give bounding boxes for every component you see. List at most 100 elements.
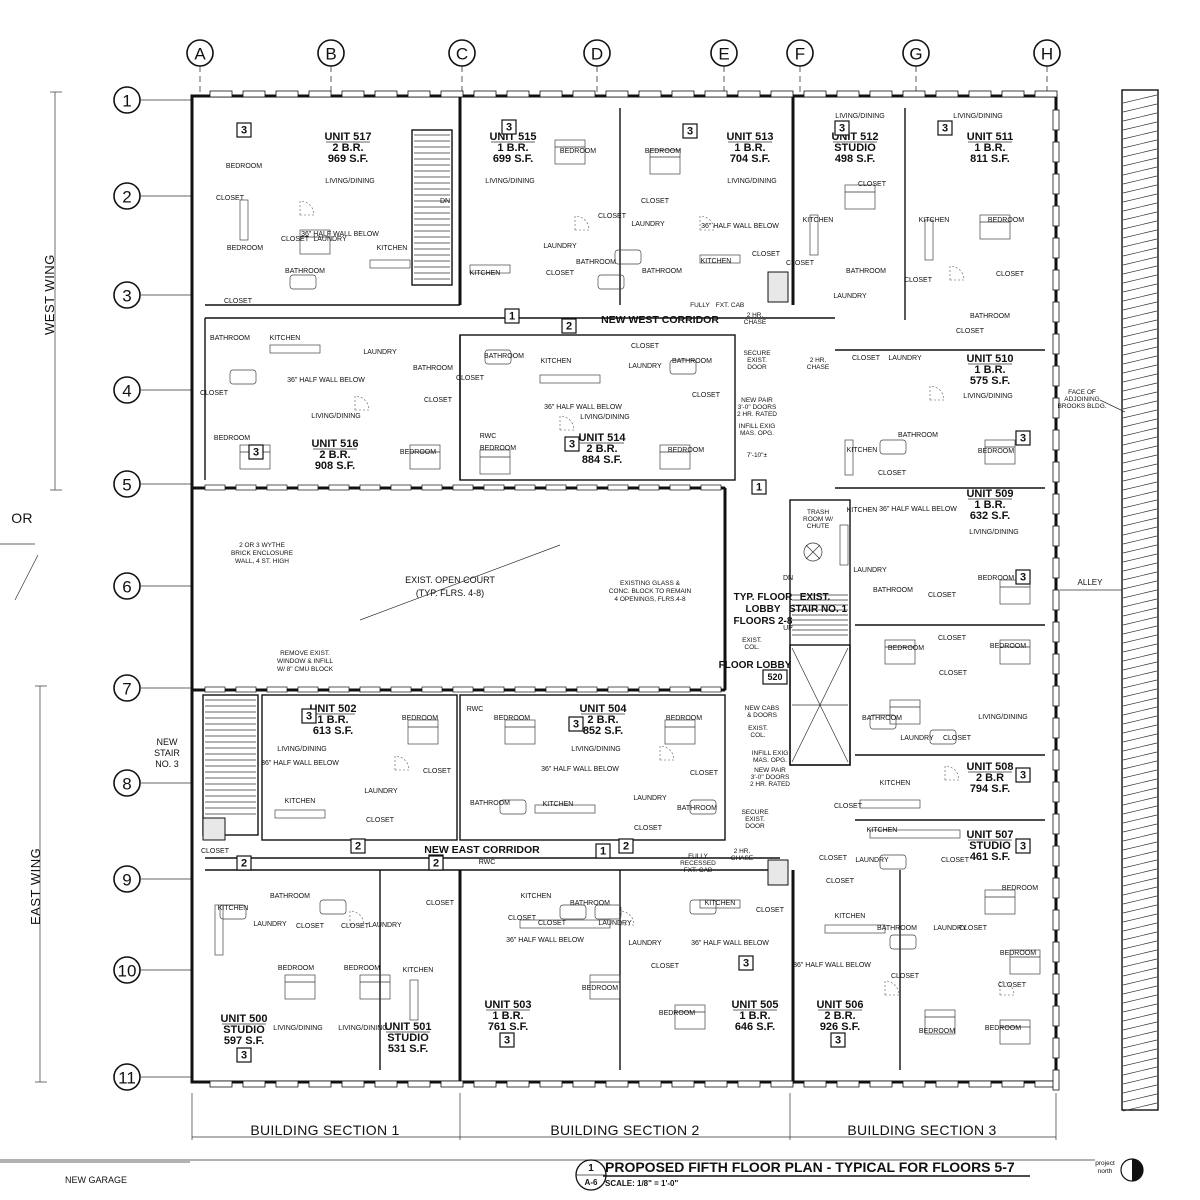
window-east — [1052, 397, 1060, 419]
room-label-closet: CLOSET — [296, 923, 325, 930]
door-swing — [699, 215, 715, 231]
grid-label-col-D: D — [591, 45, 603, 64]
unit-name: UNIT 503 — [484, 999, 531, 1011]
room-label-laundry: LAUNDRY — [543, 243, 577, 250]
room-label-bedroom: BEDROOM — [226, 163, 262, 170]
room-label-bedroom: BEDROOM — [227, 245, 263, 252]
unit-area: 704 S.F. — [730, 153, 770, 165]
room-label-kitchen: KITCHEN — [285, 798, 316, 805]
unit-area: 613 S.F. — [313, 725, 353, 737]
room-label-bedroom: BEDROOM — [582, 985, 618, 992]
glass-note-3: 4 OPENINGS, FLRS.4-8 — [614, 596, 686, 603]
window-east — [1052, 429, 1060, 451]
window-court — [700, 686, 722, 693]
window-bottom — [1001, 1080, 1025, 1088]
window-court — [266, 484, 288, 491]
unit-area: 908 S.F. — [315, 460, 355, 472]
fxt-cab-1: FULLY — [688, 853, 708, 860]
window-east — [1052, 781, 1060, 803]
unit-area: 969 S.F. — [328, 153, 368, 165]
unit-type: 2 B.R — [976, 772, 1004, 784]
room-label-closet: CLOSET — [281, 236, 310, 243]
room-label-bathroom: BATHROOM — [677, 805, 717, 812]
room-label-bathroom: BATHROOM — [210, 335, 250, 342]
secure-door-5: EXIST. — [745, 816, 765, 823]
window-east — [1052, 813, 1060, 835]
tag-3: 3 — [1015, 569, 1031, 585]
grid-label-col-F: F — [795, 45, 805, 64]
room-label-closet: CLOSET — [692, 392, 721, 399]
room-label-bathroom: BATHROOM — [672, 358, 712, 365]
bed-icon — [1009, 949, 1041, 975]
window-top — [341, 90, 365, 98]
window-court — [235, 484, 257, 491]
window-bottom — [473, 1080, 497, 1088]
grid-label-row-8: 8 — [122, 775, 131, 794]
room-label-bathroom: BATHROOM — [970, 313, 1010, 320]
tag-1: 1 — [751, 479, 767, 495]
window-bottom — [836, 1080, 860, 1088]
counter-icon — [269, 344, 321, 354]
bathtub-icon — [499, 799, 527, 815]
room-label-bedroom: BEDROOM — [1000, 950, 1036, 957]
unit-area: 884 S.F. — [582, 454, 622, 466]
rwc-label-1: RWC — [480, 433, 497, 440]
wing-labels: WEST WING EAST WING — [28, 91, 62, 1083]
room-label-closet: CLOSET — [651, 963, 680, 970]
grid-label-col-A: A — [194, 45, 206, 64]
room-label-laundry: LAUNDRY — [933, 925, 967, 932]
new-pair-1: NEW PAIR — [741, 397, 773, 404]
window-court — [607, 484, 629, 491]
rwc-label-3: RWC — [479, 859, 496, 866]
bed-icon — [984, 439, 1016, 465]
window-east — [1052, 557, 1060, 579]
counter-icon — [214, 904, 224, 956]
window-top — [1034, 90, 1058, 98]
unit-type: 1 B.R. — [492, 1010, 523, 1022]
brick-note-1: 2 OR 3 WYTHE — [239, 542, 286, 549]
title-block: 1 A-6 PROPOSED FIFTH FLOOR PLAN - TYPICA… — [575, 1158, 1144, 1191]
room-label-closet: CLOSET — [852, 355, 881, 362]
unit-type: STUDIO — [387, 1032, 429, 1044]
window-top — [704, 90, 728, 98]
room-label-bathroom: BATHROOM — [862, 715, 902, 722]
bathtub-icon — [597, 274, 625, 290]
tag-number: 3 — [839, 123, 845, 135]
room-label-closet: CLOSET — [426, 900, 455, 907]
tag-3: 3 — [301, 708, 317, 724]
window-top — [242, 90, 266, 98]
room-label-laundry: LAUNDRY — [900, 735, 934, 742]
bed-icon — [504, 719, 536, 745]
window-top — [275, 90, 299, 98]
west-corridor-label: NEW WEST CORRIDOR — [601, 314, 719, 326]
window-east — [1052, 589, 1060, 611]
window-east — [1052, 685, 1060, 707]
unit-type: 2 B.R. — [587, 714, 618, 726]
new-pair-5: 3'-0" DOORS — [751, 774, 790, 781]
unit-name: UNIT 513 — [726, 131, 773, 143]
room-label-living: LIVING/DINING — [835, 113, 884, 120]
tag-3: 3 — [248, 444, 264, 460]
court-labels: EXIST. OPEN COURT (TYP. FLRS. 4-8) 2 OR … — [231, 542, 692, 673]
section-2-label: BUILDING SECTION 2 — [550, 1122, 699, 1138]
unit-name: UNIT 511 — [967, 131, 1013, 143]
room-label-living: LIVING/DINING — [277, 746, 326, 753]
unit-name: UNIT 516 — [311, 438, 358, 450]
room-label-closet: CLOSET — [939, 670, 968, 677]
new-pair-2: 3'-0" DOORS — [738, 404, 777, 411]
grid-bubble-row-8 — [113, 769, 141, 797]
window-top — [407, 90, 431, 98]
window-east — [1052, 973, 1060, 995]
bed-icon — [479, 449, 511, 475]
door-swing — [949, 265, 965, 281]
unit-name: UNIT 505 — [731, 999, 778, 1011]
up-label: UP — [783, 625, 793, 632]
room-label-kitchen: KITCHEN — [701, 258, 732, 265]
tag-3: 3 — [564, 436, 580, 452]
bathtub-icon — [484, 349, 512, 365]
fxt-cab-3: FXT. CAB — [684, 867, 713, 874]
unit-name: UNIT 507 — [966, 829, 1013, 841]
grid-bubble-row-4 — [113, 376, 141, 404]
remove-note-1: REMOVE EXIST. — [280, 650, 330, 657]
title-sheet: A-6 — [585, 1178, 598, 1187]
